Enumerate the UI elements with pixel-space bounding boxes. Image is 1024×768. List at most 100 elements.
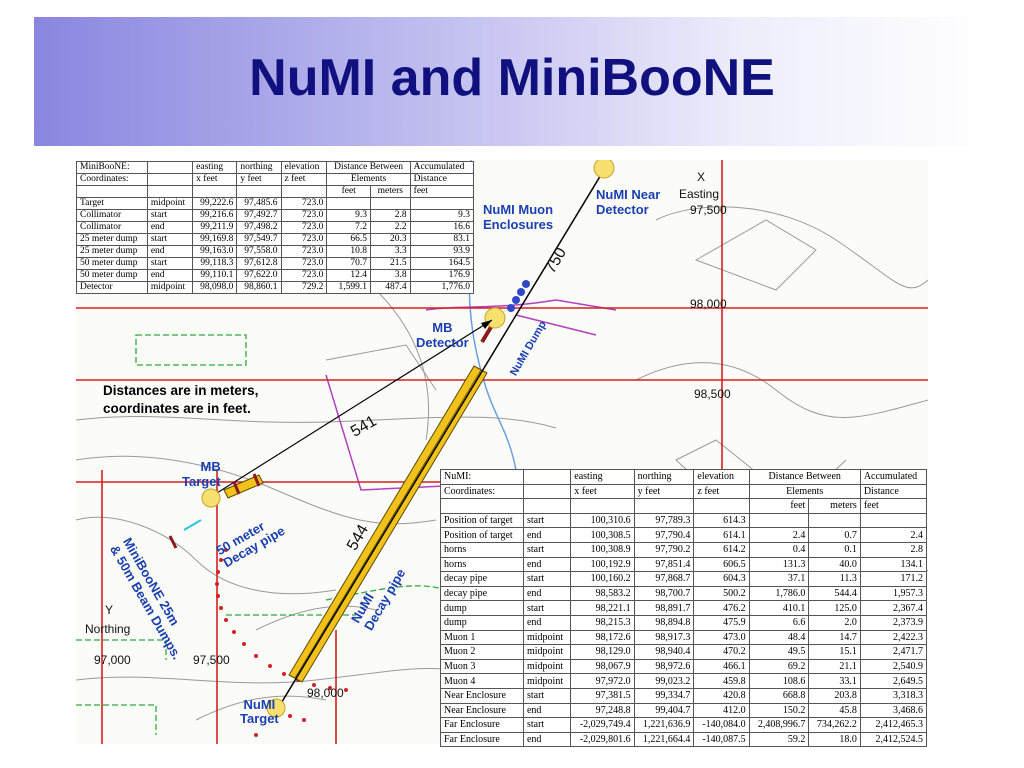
table-cell: 3.8 bbox=[369, 269, 411, 282]
table-cell: 723.0 bbox=[280, 245, 328, 258]
table-cell: start bbox=[146, 257, 194, 270]
table-cell: 2.4 bbox=[859, 527, 928, 543]
table-cell: 99,169.8 bbox=[192, 233, 238, 246]
header-cell bbox=[76, 185, 148, 198]
header-cell: x feet bbox=[570, 483, 635, 500]
table-cell: end bbox=[146, 245, 194, 258]
table-cell: Target bbox=[76, 197, 148, 210]
table-cell: 16.6 bbox=[409, 221, 475, 234]
table-cell: 734,262.2 bbox=[808, 717, 861, 733]
header-cell bbox=[570, 498, 635, 514]
table-cell: 6.6 bbox=[748, 614, 810, 631]
table-cell: 12.4 bbox=[326, 269, 371, 282]
table-cell: 410.1 bbox=[748, 600, 810, 616]
table-cell: 108.6 bbox=[748, 673, 810, 689]
table-cell: 1,957.3 bbox=[859, 585, 928, 602]
table-cell: 99,023.2 bbox=[633, 673, 695, 689]
table-cell: 476.2 bbox=[693, 600, 750, 616]
header-cell bbox=[146, 185, 194, 198]
table-cell: 97,381.5 bbox=[570, 687, 635, 704]
table-cell: Far Enclosure bbox=[440, 731, 524, 748]
table-cell: end bbox=[522, 585, 572, 602]
table-cell: 98,221.1 bbox=[570, 600, 635, 616]
table-cell: 9.3 bbox=[409, 209, 475, 222]
table-cell: 2.0 bbox=[808, 614, 861, 631]
northing-98000-label: 98,000 bbox=[307, 686, 344, 700]
header-cell bbox=[280, 185, 328, 198]
table-cell: 544.4 bbox=[808, 585, 861, 602]
table-cell: -140,087.5 bbox=[693, 731, 750, 748]
table-cell: 98,172.6 bbox=[570, 629, 635, 646]
table-cell: 48.4 bbox=[748, 629, 810, 646]
table-cell: start bbox=[522, 571, 572, 587]
table-cell: 40.0 bbox=[808, 556, 861, 573]
table-cell: 99,118.3 bbox=[192, 257, 238, 270]
table-cell: Muon 1 bbox=[440, 629, 524, 646]
slide-title: NuMI and MiniBooNE bbox=[249, 49, 775, 107]
table-cell: 98,891.7 bbox=[633, 600, 695, 616]
header-cell: NuMI: bbox=[440, 469, 524, 485]
table-cell: horns bbox=[440, 541, 524, 558]
table-cell: 1,221,664.4 bbox=[633, 731, 695, 748]
table-cell: 2,367.4 bbox=[859, 600, 928, 616]
table-cell: dump bbox=[440, 600, 524, 616]
y-axis-label: Y bbox=[105, 603, 114, 617]
table-cell: 11.3 bbox=[808, 571, 861, 587]
table-cell: 2.8 bbox=[859, 541, 928, 558]
header-cell: feet bbox=[409, 185, 475, 198]
table-cell: 97,485.6 bbox=[236, 197, 282, 210]
table-cell: 97,789.3 bbox=[633, 512, 695, 529]
numi-muon-enclosures-label: NuMI Muon Enclosures bbox=[483, 202, 554, 232]
table-cell: 3,318.3 bbox=[859, 687, 928, 704]
table-cell: 487.4 bbox=[369, 281, 411, 294]
table-cell: 150.2 bbox=[748, 702, 810, 719]
table-cell: 33.1 bbox=[808, 673, 861, 689]
table-cell: 98,583.2 bbox=[570, 585, 635, 602]
northing-label: Northing bbox=[85, 622, 131, 636]
header-cell: y feet bbox=[236, 173, 282, 186]
table-cell: 2,412,524.5 bbox=[859, 731, 928, 748]
table-cell: midpoint bbox=[522, 658, 572, 675]
table-cell: end bbox=[522, 731, 572, 748]
table-cell: start bbox=[146, 233, 194, 246]
table-cell: 2,373.9 bbox=[859, 614, 928, 631]
table-cell: 1,221,636.9 bbox=[633, 717, 695, 733]
table-cell: 1,786.0 bbox=[748, 585, 810, 602]
header-cell: easting bbox=[570, 469, 635, 485]
table-cell: 668.8 bbox=[748, 687, 810, 704]
title-banner bbox=[34, 17, 990, 146]
table-cell: 100,310.6 bbox=[570, 512, 635, 529]
table-cell: 15.1 bbox=[808, 644, 861, 660]
table-cell: dump bbox=[440, 614, 524, 631]
header-cell: Coordinates: bbox=[76, 173, 148, 186]
table-cell: start bbox=[522, 541, 572, 558]
numi-coordinates-table: NuMI: easting northing elevation Distanc… bbox=[440, 469, 928, 748]
table-cell: 98,129.0 bbox=[570, 644, 635, 660]
table-cell: 0.4 bbox=[748, 541, 810, 558]
easting-97500-label: 97,500 bbox=[690, 203, 727, 217]
table-header-row: feet meters feet bbox=[76, 185, 475, 198]
table-header-row: NuMI: easting northing elevation Distanc… bbox=[440, 469, 928, 485]
table-cell: 97,790.4 bbox=[633, 527, 695, 543]
table-cell: 98,067.9 bbox=[570, 658, 635, 675]
table-cell: 97,498.2 bbox=[236, 221, 282, 234]
header-cell: x feet bbox=[192, 173, 238, 186]
header-cell: Distance bbox=[859, 483, 928, 500]
table-cell: 125.0 bbox=[808, 600, 861, 616]
table-cell: 131.3 bbox=[748, 556, 810, 573]
table-cell: start bbox=[522, 687, 572, 704]
table-cell: 37.1 bbox=[748, 571, 810, 587]
table-cell: 100,192.9 bbox=[570, 556, 635, 573]
header-cell: Coordinates: bbox=[440, 483, 524, 500]
table-cell: 99,404.7 bbox=[633, 702, 695, 719]
table-cell: -2,029,749.4 bbox=[570, 717, 635, 733]
